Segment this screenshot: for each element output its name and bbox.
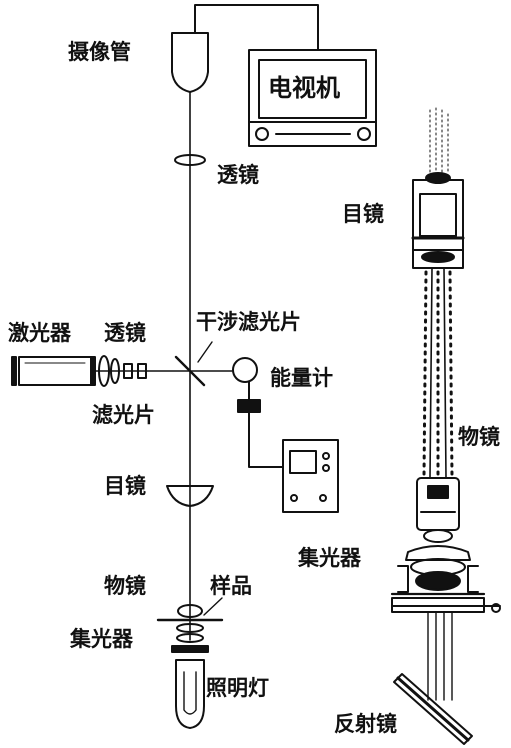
camera-cable: [194, 4, 319, 51]
label-energy-meter: 能量计: [270, 366, 333, 390]
label-objective-left: 物镜: [104, 574, 146, 598]
energy-meter-detector: [232, 357, 284, 468]
label-condenser-right: 集光器: [298, 546, 361, 570]
laser: [11, 356, 96, 386]
lamp-filament: [183, 671, 197, 715]
objective-right: [416, 477, 460, 543]
condenser-left-2: [176, 633, 204, 643]
label-lamp: 照明灯: [206, 676, 269, 700]
interference-filter: [174, 355, 206, 387]
mirror: [393, 673, 473, 745]
label-condenser-left: 集光器: [70, 627, 133, 651]
label-eyepiece-left: 目镜: [104, 474, 146, 498]
label-eyepiece-right: 目镜: [342, 202, 384, 226]
label-lens-upper: 透镜: [217, 163, 259, 187]
label-filter: 滤光片: [92, 403, 155, 427]
mirror-beam: [427, 611, 453, 701]
condenser-left-plate: [171, 645, 209, 653]
label-camera-tube: 摄像管: [68, 40, 131, 64]
objective-left: [177, 604, 203, 618]
microscope-base: [391, 597, 501, 613]
label-laser: 激光器: [8, 321, 71, 345]
interference-filter-pointer: [197, 341, 213, 363]
camera-tube: [171, 32, 209, 93]
label-mirror: 反射镜: [334, 712, 397, 736]
label-objective-right: 物镜: [458, 425, 500, 449]
television: [248, 49, 377, 147]
energy-meter-box: [282, 439, 339, 513]
lamp: [175, 659, 205, 729]
label-sample: 样品: [210, 574, 252, 598]
label-television: 电视机: [268, 74, 340, 102]
top-rays: [429, 107, 449, 173]
eyepiece-right: [411, 172, 465, 269]
lens-upper: [174, 154, 206, 166]
microscope-tube: [422, 267, 454, 479]
label-lens-laser: 透镜: [104, 321, 146, 345]
condenser-right: [390, 545, 486, 596]
label-interference-filter: 干涉滤光片: [196, 310, 301, 334]
eyepiece-left: [166, 485, 214, 507]
sample-pointer: [203, 597, 223, 616]
condenser-left-1: [176, 623, 204, 633]
